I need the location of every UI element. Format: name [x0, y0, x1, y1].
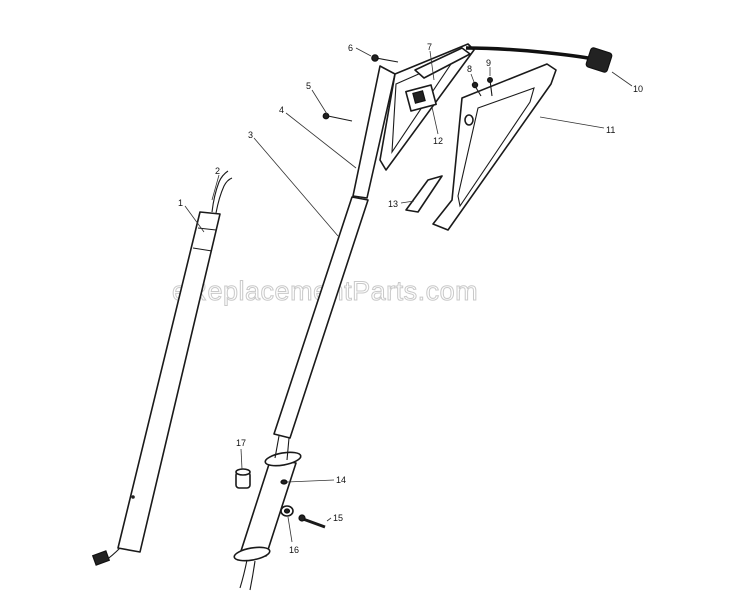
upper-tube-part-3: [233, 196, 369, 591]
screw-part-9: [487, 76, 494, 97]
bolt-part-15: [298, 514, 326, 529]
callout-11: 11: [606, 125, 615, 135]
callout-1: 1: [178, 198, 183, 208]
callout-13: 13: [388, 199, 398, 209]
callout-17: 17: [236, 438, 246, 448]
callout-9: 9: [486, 58, 491, 68]
callout-16: 16: [289, 545, 299, 555]
callout-4: 4: [279, 105, 284, 115]
lower-tube-part-1: [91, 211, 221, 566]
screw-part-8: [471, 81, 482, 97]
screw-part-6: [371, 54, 399, 63]
callout-labels: 1 2 3 4 5 6 7 8 9 10 11 12 13 14 15 16 1…: [178, 42, 643, 555]
callout-6: 6: [348, 43, 353, 53]
switch-part-12: [405, 84, 437, 112]
callout-12: 12: [433, 136, 443, 146]
callout-8: 8: [467, 64, 472, 74]
leader-lines: [184, 47, 633, 543]
bracket-part-7: [414, 47, 471, 79]
bar-part-13: [405, 175, 443, 213]
callout-5: 5: [306, 81, 311, 91]
callout-2: 2: [215, 166, 220, 176]
callout-15: 15: [333, 513, 343, 523]
callout-3: 3: [248, 130, 253, 140]
screw-part-5: [322, 112, 353, 122]
wires-part-2: [211, 170, 233, 214]
clip-part-14: [280, 479, 288, 485]
knob-part-17: [235, 468, 251, 489]
power-cord-part-10: [465, 46, 613, 73]
handle-frame-part-11: [432, 63, 557, 231]
nut-part-16: [280, 505, 294, 517]
callout-10: 10: [633, 84, 643, 94]
callout-7: 7: [427, 42, 432, 52]
callout-14: 14: [336, 475, 346, 485]
